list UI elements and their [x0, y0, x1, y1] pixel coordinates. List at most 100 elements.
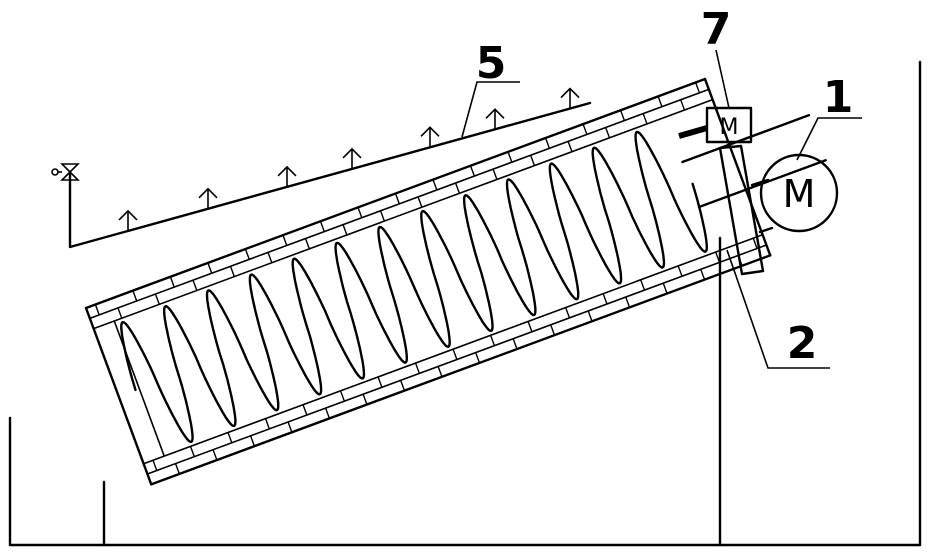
brick-lining — [94, 82, 758, 475]
spray-nozzle-icon — [198, 187, 218, 209]
brick-joint — [132, 290, 138, 302]
brick-joint — [452, 348, 458, 360]
brick-joint — [302, 404, 308, 416]
brick-joint — [544, 137, 551, 149]
brick-joint — [212, 449, 218, 461]
drum-outlet-end — [703, 77, 772, 257]
spray-nozzle-icon — [485, 108, 505, 130]
brick-joint — [602, 293, 608, 305]
brick-joint — [752, 237, 758, 249]
spray-nozzle-icon — [118, 209, 138, 231]
brick-joint — [377, 376, 383, 388]
brick-joint — [287, 421, 293, 433]
brick-joint — [642, 113, 648, 125]
brick-joint — [715, 251, 721, 263]
brick-joint — [680, 99, 686, 111]
brick-joint — [249, 435, 256, 447]
brick-joint — [229, 266, 235, 277]
brick-joint — [454, 182, 461, 194]
brick-joint — [379, 210, 386, 222]
brick-joint — [550, 324, 556, 336]
brick-joint — [507, 151, 513, 163]
small-motor-coupling — [678, 125, 708, 139]
spray-nozzle-icon — [277, 165, 297, 187]
leader-2 — [726, 249, 830, 369]
brick-joint — [394, 193, 400, 205]
brick-joint — [475, 352, 481, 364]
callout-7: 7 — [701, 4, 732, 55]
small-motor-symbol: M — [720, 115, 739, 140]
brick-joint — [414, 362, 421, 374]
brick-joint — [527, 321, 533, 333]
brick-joint — [169, 276, 175, 288]
leader-1 — [796, 117, 862, 161]
brick-joint — [567, 141, 573, 152]
brick-joint — [94, 304, 100, 316]
screw-spiral — [120, 130, 708, 444]
brick-joint — [174, 463, 181, 475]
brick-joint — [227, 432, 233, 444]
brick-joint — [700, 269, 706, 280]
motor-symbol: M — [783, 172, 816, 216]
leader-lines — [461, 49, 862, 369]
brick-joint — [192, 279, 198, 291]
spray-pipe — [51, 87, 592, 249]
brick-joint — [564, 307, 571, 319]
brick-joint — [694, 82, 701, 94]
brick-joint — [492, 168, 498, 180]
drive-shaft-top — [681, 113, 811, 164]
brick-joint — [512, 338, 518, 350]
tank — [8, 60, 922, 547]
drum-inlet-end — [84, 306, 153, 486]
brick-joint — [267, 252, 273, 263]
spray-nozzle-icon — [342, 147, 362, 169]
brick-joint — [619, 110, 626, 121]
brick-joint — [207, 262, 213, 274]
small-motor: M — [678, 106, 753, 144]
brick-joint — [244, 248, 250, 260]
brick-joint — [339, 390, 346, 402]
brick-joint — [625, 296, 631, 308]
brick-joint — [662, 282, 668, 294]
brick-joint — [152, 459, 158, 471]
callout-5: 5 — [476, 38, 507, 89]
brick-joint — [282, 234, 288, 246]
brick-joint — [677, 265, 683, 277]
main-motor: M — [759, 153, 839, 233]
valve-icon — [51, 163, 80, 181]
brick-joint — [657, 96, 663, 107]
brick-joint — [469, 165, 476, 177]
brick-joint — [304, 238, 311, 250]
brick-joint — [189, 446, 195, 457]
brick-joint — [582, 123, 588, 135]
brick-joint — [319, 221, 325, 232]
brick-joint — [489, 335, 496, 346]
leader-7 — [715, 49, 730, 109]
bearing-plate — [718, 144, 765, 276]
brick-joint — [342, 224, 348, 236]
motor-shaft-top — [750, 178, 770, 187]
brick-joint — [324, 407, 331, 419]
brick-joint — [117, 307, 123, 319]
spray-pipe-line — [68, 101, 592, 249]
callout-2: 2 — [787, 318, 818, 369]
brick-joint — [437, 366, 443, 378]
spray-nozzle-icon — [420, 126, 440, 148]
brick-joint — [417, 196, 423, 208]
inclined-drum — [84, 77, 827, 486]
brick-joint — [362, 393, 368, 405]
brick-joint — [587, 310, 593, 322]
motor-shaft-bottom — [758, 226, 774, 234]
brick-joint — [399, 380, 406, 391]
brick-joint — [432, 179, 438, 191]
leader-5 — [461, 81, 520, 138]
brick-joint — [154, 293, 160, 305]
brick-joint — [264, 418, 270, 430]
drum-bottom-edge — [150, 254, 772, 486]
brick-joint — [357, 207, 363, 218]
spray-nozzle-icon — [560, 87, 580, 109]
brick-joint — [640, 279, 646, 291]
brick-joint — [604, 127, 611, 139]
callout-1: 1 — [823, 72, 854, 123]
